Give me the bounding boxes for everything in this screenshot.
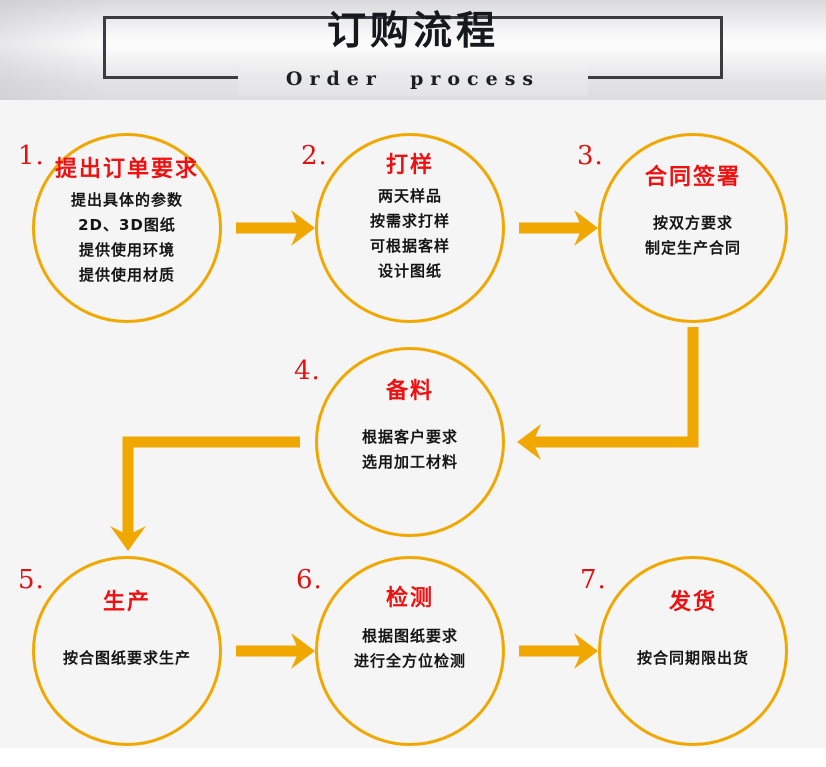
step-title-3: 合同签署: [644, 165, 741, 190]
step-title-1: 提出订单要求: [54, 157, 199, 182]
bottom-margin: [0, 748, 826, 767]
flow-node-step-1[interactable]: 提出订单要求 提出具体的参数 2D、3D图纸提供使用环境提供使用材质: [32, 133, 222, 323]
step-line: 两天样品: [377, 187, 442, 206]
step-line: 根据图纸要求: [361, 627, 458, 646]
step-lines-4: 根据客户要求选用加工材料: [318, 425, 502, 475]
header-subtitle-mask: [238, 64, 588, 96]
step-lines-1: 提出具体的参数 2D、3D图纸提供使用环境提供使用材质: [35, 188, 219, 288]
step-line: 根据客户要求: [361, 428, 458, 447]
step-line: 按需求打样: [369, 212, 450, 231]
step-number-6: 6.: [296, 565, 323, 595]
flow-node-step-5[interactable]: 生产 按合图纸要求生产: [32, 556, 222, 746]
step-line: 按双方要求: [652, 214, 733, 233]
step-line: 进行全方位检测: [353, 652, 466, 671]
step-line: 提出具体的参数: [70, 191, 183, 210]
step-lines-5: 按合图纸要求生产: [35, 646, 219, 671]
step-number-3: 3.: [577, 141, 604, 171]
header-subtitle: Order process: [285, 68, 541, 90]
flow-node-step-4[interactable]: 备料 根据客户要求选用加工材料: [315, 347, 505, 537]
step-title-4: 备料: [385, 379, 434, 404]
step-line: 选用加工材料: [361, 453, 458, 472]
step-title-6: 检测: [385, 586, 434, 611]
step-title-2: 打样: [385, 153, 434, 178]
step-lines-6: 根据图纸要求进行全方位检测: [318, 624, 502, 674]
step-lines-7: 按合同期限出货: [601, 646, 785, 671]
step-title-5: 生产: [102, 590, 151, 615]
step-line: 按合图纸要求生产: [62, 649, 191, 668]
flow-node-step-2[interactable]: 打样 两天样品按需求打样可根据客样设计图纸: [315, 133, 505, 323]
step-line: 设计图纸: [377, 262, 442, 281]
step-line: 制定生产合同: [644, 239, 741, 258]
step-number-5: 5.: [18, 565, 45, 595]
page-title: 订购流程: [326, 9, 499, 54]
step-line: 提供使用材质: [78, 266, 175, 285]
flow-node-step-6[interactable]: 检测 根据图纸要求进行全方位检测: [315, 556, 505, 746]
step-line: 2D、3D图纸: [78, 216, 176, 235]
step-lines-2: 两天样品按需求打样可根据客样设计图纸: [318, 184, 502, 284]
step-line: 按合同期限出货: [636, 649, 749, 668]
flow-node-step-7[interactable]: 发货 按合同期限出货: [598, 556, 788, 746]
step-line: 提供使用环境: [78, 241, 175, 260]
step-number-2: 2.: [301, 141, 328, 171]
step-lines-3: 按双方要求制定生产合同: [601, 211, 785, 261]
step-number-4: 4.: [294, 356, 321, 386]
step-title-7: 发货: [668, 590, 717, 615]
step-line: 可根据客样: [369, 237, 450, 256]
step-number-1: 1.: [18, 141, 45, 171]
flow-node-step-3[interactable]: 合同签署 按双方要求制定生产合同: [598, 133, 788, 323]
step-number-7: 7.: [580, 565, 607, 595]
